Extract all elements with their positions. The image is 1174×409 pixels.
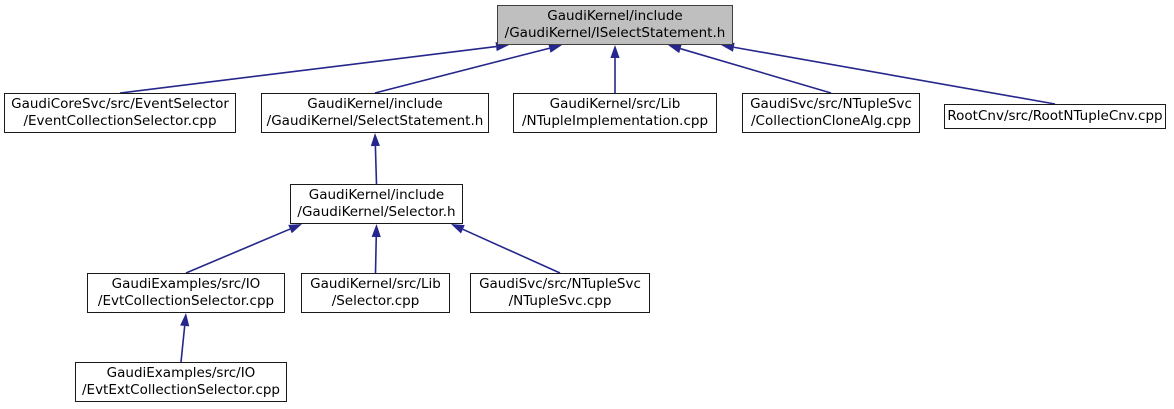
node-label-line1: GaudiSvc/src/NTupleSvc	[479, 276, 641, 292]
arrowhead-ntupleimplementation-to-iselectstatement	[610, 45, 620, 58]
graph-node-ntupleimplementation[interactable]: GaudiKernel/src/Lib/NTupleImplementation…	[513, 93, 717, 133]
edge-selector_cpp-to-selector_h	[374, 236, 378, 274]
edge-eventcollectionselector-to-iselectstatement	[119, 45, 497, 94]
node-label-line1: GaudiKernel/include	[307, 96, 443, 112]
node-label-line1: RootCnv/src/RootNTupleCnv.cpp	[947, 108, 1163, 124]
node-label-line1: GaudiExamples/src/IO	[106, 365, 256, 381]
node-label-line2: /EventCollectionSelector.cpp	[23, 113, 217, 129]
node-label-line1: GaudiCoreSvc/src/EventSelector	[11, 96, 229, 112]
node-label-line1: GaudiSvc/src/NTupleSvc	[750, 96, 912, 112]
node-label-line2: /CollectionCloneAlg.cpp	[750, 113, 912, 129]
graph-node-evtextcollectionselector[interactable]: GaudiExamples/src/IO/EvtExtCollectionSel…	[75, 362, 287, 402]
node-label-line1: GaudiExamples/src/IO	[111, 276, 261, 292]
node-label-line2: /GaudiKernel/SelectStatement.h	[266, 113, 484, 129]
node-label-line1: GaudiKernel/src/Lib	[310, 276, 441, 292]
node-label-line2: /GaudiKernel/ISelectStatement.h	[504, 25, 726, 41]
node-label-line2: /EvtCollectionSelector.cpp	[97, 293, 275, 309]
arrowhead-evtcollectionselector-to-selector_h	[288, 224, 302, 234]
node-label-line2: /GaudiKernel/Selector.h	[297, 204, 456, 220]
arrowhead-selector_h-to-selectstatement	[370, 133, 380, 147]
arrowhead-ntuplesvc-to-selector_h	[451, 224, 465, 234]
node-label-line2: /NTupleImplementation.cpp	[521, 113, 709, 129]
edge-evtcollectionselector-to-selector_h	[185, 228, 291, 274]
node-label-line1: GaudiKernel/include	[308, 187, 445, 203]
node-label-line2: /Selector.cpp	[331, 293, 420, 309]
arrowhead-collectionclonealg-to-iselectstatement	[668, 44, 682, 54]
graph-node-iselectstatement[interactable]: GaudiKernel/include/GaudiKernel/ISelectS…	[497, 5, 733, 45]
edge-selectstatement-to-iselectstatement	[374, 47, 550, 94]
graph-node-selectstatement[interactable]: GaudiKernel/include/GaudiKernel/SelectSt…	[261, 93, 489, 133]
graph-node-rootntuplecnv[interactable]: RootCnv/src/RootNTupleCnv.cpp	[944, 104, 1166, 129]
arrowhead-selector_cpp-to-selector_h	[371, 224, 381, 238]
graph-node-ntuplesvc[interactable]: GaudiSvc/src/NTupleSvc/NTupleSvc.cpp	[470, 273, 650, 313]
graph-node-selector_h[interactable]: GaudiKernel/include/GaudiKernel/Selector…	[290, 184, 463, 224]
graph-node-eventcollectionselector[interactable]: GaudiCoreSvc/src/EventSelector/EventColl…	[4, 93, 236, 133]
node-label-line2: /EvtExtCollectionSelector.cpp	[81, 382, 281, 398]
graph-node-selector_cpp[interactable]: GaudiKernel/src/Lib/Selector.cpp	[301, 273, 450, 313]
arrowhead-selectstatement-to-iselectstatement	[548, 43, 562, 53]
edge-ntuplesvc-to-selector_h	[462, 228, 561, 274]
graph-node-evtcollectionselector[interactable]: GaudiExamples/src/IO/EvtCollectionSelect…	[87, 273, 285, 313]
graph-node-collectionclonealg[interactable]: GaudiSvc/src/NTupleSvc/CollectionCloneAl…	[742, 93, 920, 133]
node-label-line1: GaudiKernel/include	[547, 8, 683, 24]
edge-collectionclonealg-to-iselectstatement	[680, 47, 832, 94]
node-label-line1: GaudiKernel/src/Lib	[549, 96, 681, 112]
edge-evtextcollectionselector-to-evtcollectionselector	[180, 325, 186, 363]
node-label-line2: /NTupleSvc.cpp	[508, 293, 612, 309]
arrowhead-evtextcollectionselector-to-evtcollectionselector	[180, 313, 190, 327]
edge-selector_h-to-selectstatement	[374, 145, 378, 185]
